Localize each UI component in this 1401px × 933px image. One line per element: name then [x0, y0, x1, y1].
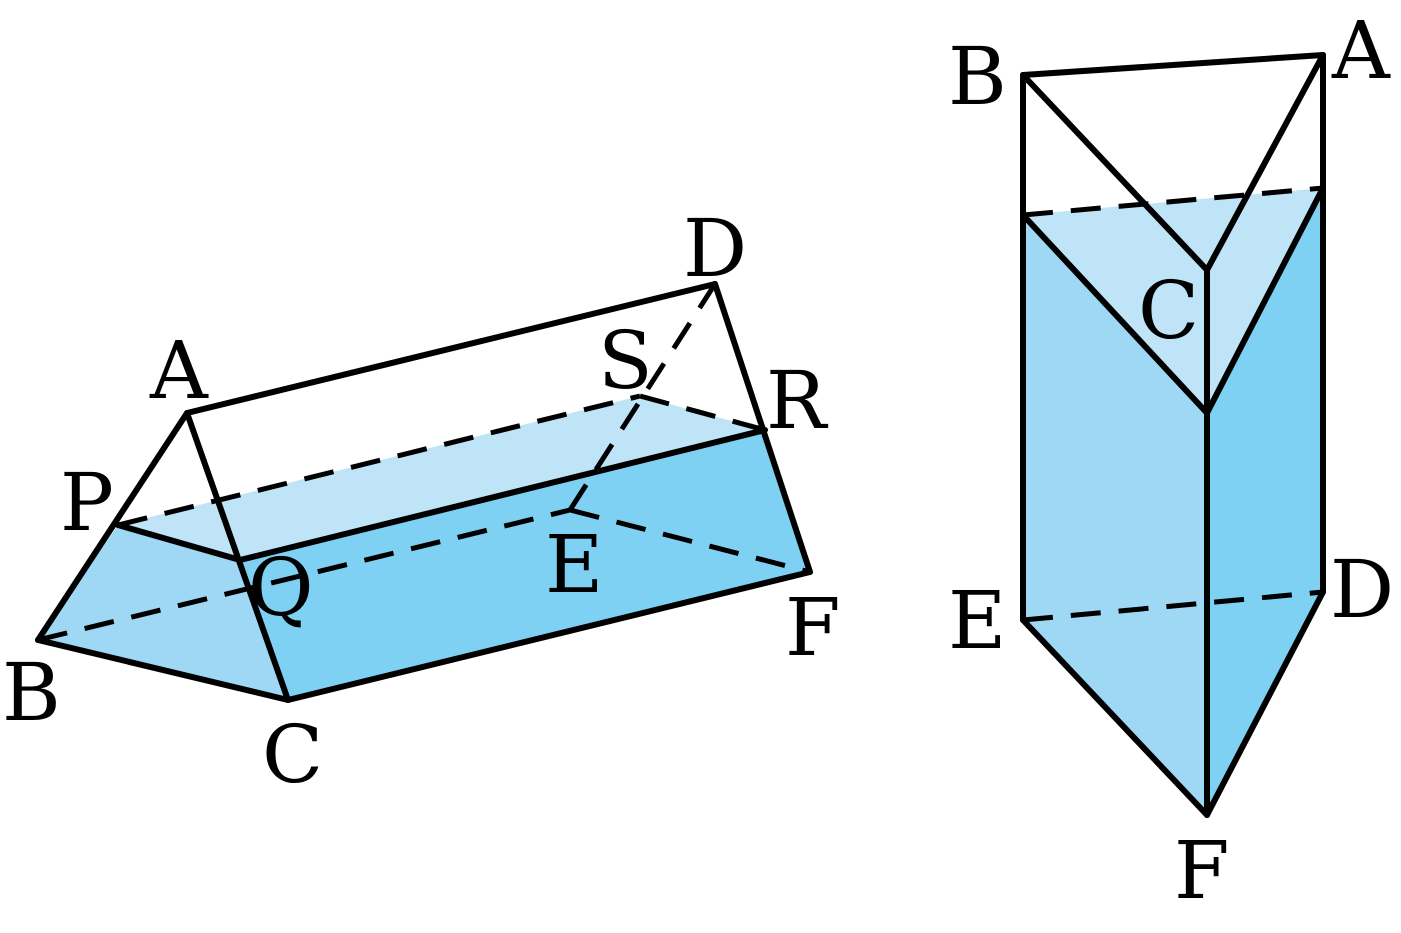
left-label-f: F [785, 581, 841, 674]
right-edge-bc [1020, 72, 1210, 273]
left-label-c: C [262, 708, 323, 801]
left-water-side-face [240, 430, 810, 700]
left-prism: A B C D E F P Q R S [2, 202, 841, 801]
left-hidden-edge-be [37, 507, 571, 643]
right-label-b: B [948, 30, 1007, 123]
left-label-s: S [598, 314, 653, 407]
left-hidden-edge-sr [639, 393, 766, 433]
right-water-surface [1023, 188, 1323, 413]
left-label-r: R [766, 354, 829, 447]
right-hidden-edge-ed [1022, 589, 1324, 623]
right-prism: A B C D E F [948, 4, 1394, 917]
right-label-a: A [1331, 4, 1391, 97]
right-label-d: D [1330, 543, 1394, 636]
left-edge-qr [237, 427, 768, 563]
left-edge-ab [35, 410, 190, 643]
right-edge-df [1204, 589, 1326, 818]
left-edge-bc [35, 637, 291, 703]
left-label-p: P [60, 456, 114, 549]
left-edge-pq [115, 522, 243, 563]
right-edge-ef [1020, 617, 1210, 818]
left-label-d: D [683, 202, 747, 295]
left-hidden-edge-ef [569, 507, 811, 575]
right-water-side-face [1207, 188, 1323, 815]
left-hidden-edge-ps [117, 393, 641, 528]
left-label-a: A [149, 324, 209, 417]
left-label-q: Q [248, 541, 314, 634]
right-hidden-edge-water-line [1022, 185, 1324, 218]
left-water-front-face [38, 525, 288, 700]
right-water-edge-front [1020, 212, 1210, 416]
left-edge-ad [184, 281, 718, 416]
right-label-c: C [1138, 264, 1199, 357]
left-label-e: E [545, 518, 603, 611]
right-label-e: E [948, 574, 1006, 667]
right-label-f: F [1174, 824, 1230, 917]
right-edge-ca [1204, 52, 1326, 273]
right-edge-ba [1020, 52, 1326, 78]
left-label-b: B [2, 646, 61, 739]
left-water-surface [118, 396, 765, 560]
left-edge-cf [285, 569, 813, 703]
right-water-edge-side [1204, 185, 1326, 416]
